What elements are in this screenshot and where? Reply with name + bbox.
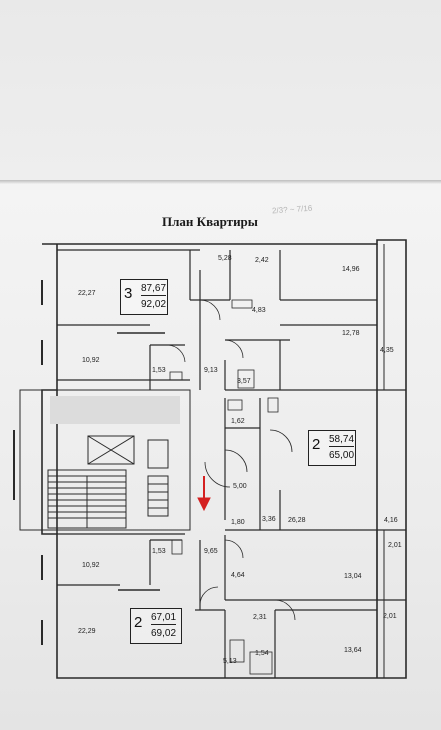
- room-area-label: 13,64: [344, 647, 362, 654]
- windows: [13, 280, 43, 645]
- room-area-label: 26,28: [288, 517, 306, 524]
- paper-top: [0, 0, 441, 182]
- blurred-area: [50, 396, 180, 424]
- room-area-label: 4,35: [380, 347, 394, 354]
- room-area-label: 4,64: [231, 572, 245, 579]
- room-area-label: 22,29: [78, 628, 96, 635]
- apartment-rooms: 2: [312, 436, 321, 453]
- apartment-area: 87,67: [141, 283, 167, 296]
- room-area-label: 14,96: [342, 266, 360, 273]
- staircase: [19, 389, 191, 531]
- apartment-area-total: 65,00: [329, 450, 355, 461]
- room-area-label: 5,13: [223, 658, 237, 665]
- apartment-area: 67,01: [151, 612, 177, 625]
- apartment-rooms: 3: [124, 285, 133, 302]
- room-area-label: 2,42: [255, 257, 269, 264]
- plan-title: План Квартиры: [162, 214, 258, 229]
- room-area-label: 9,13: [204, 367, 218, 374]
- paper-sheet: [0, 184, 441, 730]
- interior-walls: [57, 249, 406, 678]
- room-area-label: 2,01: [383, 613, 397, 620]
- room-area-label: 3,57: [237, 378, 251, 385]
- room-area-label: 2,31: [253, 614, 267, 621]
- entry-arrow: [197, 476, 211, 512]
- door-swings: [167, 299, 296, 621]
- room-area-label: 13,04: [344, 573, 362, 580]
- room-area-label: 22,27: [78, 290, 96, 297]
- apartment-card-2a: 2 58,74 65,00: [308, 430, 356, 466]
- fixtures: [117, 299, 279, 675]
- room-area-label: 1,54: [255, 650, 269, 657]
- room-area-label: 4,16: [384, 517, 398, 524]
- room-area-label: 1,62: [231, 418, 245, 425]
- room-area-label: 1,80: [231, 519, 245, 526]
- apartment-area-total: 69,02: [151, 628, 177, 639]
- room-area-label: 9,65: [204, 548, 218, 555]
- room-area-label: 1,53: [152, 367, 166, 374]
- room-area-label: 5,28: [218, 255, 232, 262]
- room-area-label: 12,78: [342, 330, 360, 337]
- room-area-label: 1,53: [152, 548, 166, 555]
- apartment-card-2b: 2 67,01 69,02: [130, 608, 182, 644]
- apartment-rooms: 2: [134, 614, 143, 631]
- room-area-label: 2,01: [388, 542, 402, 549]
- room-area-label: 10,92: [82, 357, 100, 364]
- paper-fold: [0, 180, 441, 184]
- apartment-area: 58,74: [329, 434, 355, 447]
- room-area-label: 10,92: [82, 562, 100, 569]
- room-area-label: 4,83: [252, 307, 266, 314]
- apartment-area-total: 92,02: [141, 299, 167, 310]
- apartment-card-3: 3 87,67 92,02: [120, 279, 168, 315]
- room-area-label: 5,00: [233, 483, 247, 490]
- room-area-label: 3,36: [262, 516, 276, 523]
